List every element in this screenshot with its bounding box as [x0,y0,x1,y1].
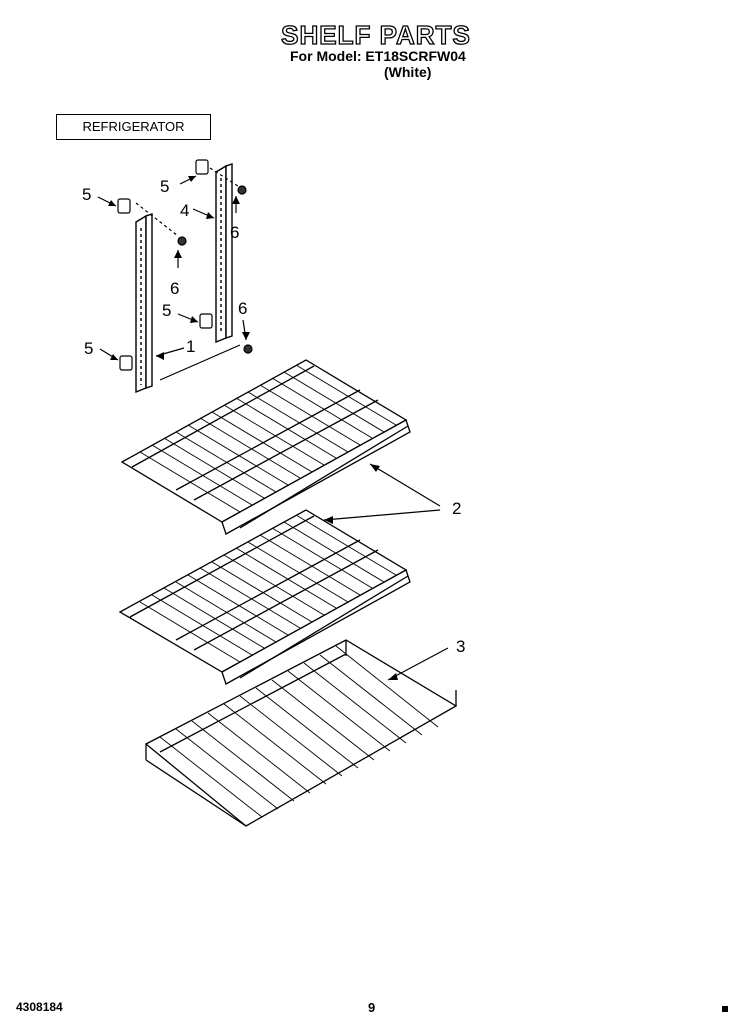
callout-1: 1 [186,337,195,356]
callout-6: 6 [170,279,179,298]
wire-shelf-upper [120,359,411,535]
callout-3: 3 [456,637,465,656]
callout-5: 5 [84,339,93,358]
assembly-line [159,344,241,381]
section-label: REFRIGERATOR [56,114,211,140]
callout-6: 6 [230,223,239,242]
left-shelf-standard [135,213,153,394]
leader-arrowheads [108,176,398,680]
callout-4: 4 [180,201,189,220]
leader-lines-lower [323,463,449,681]
wire-basket [144,639,458,827]
right-shelf-standard [215,163,233,344]
screw-part-6 [177,185,253,354]
callout-2: 2 [452,499,461,518]
document-number: 4308184 [16,1000,63,1014]
model-number: For Model: ET18SCRFW04 [290,48,466,64]
callout-5: 5 [82,185,91,204]
model-color: (White) [384,64,432,80]
clip-part-5 [117,159,213,371]
page-title: SHELF PARTS [281,19,471,50]
wire-shelf-lower [118,509,411,685]
callout-6: 6 [238,299,247,318]
page-number: 9 [368,1000,376,1015]
callout-5: 5 [162,301,171,320]
callout-5: 5 [160,177,169,196]
registration-mark [722,1006,728,1012]
